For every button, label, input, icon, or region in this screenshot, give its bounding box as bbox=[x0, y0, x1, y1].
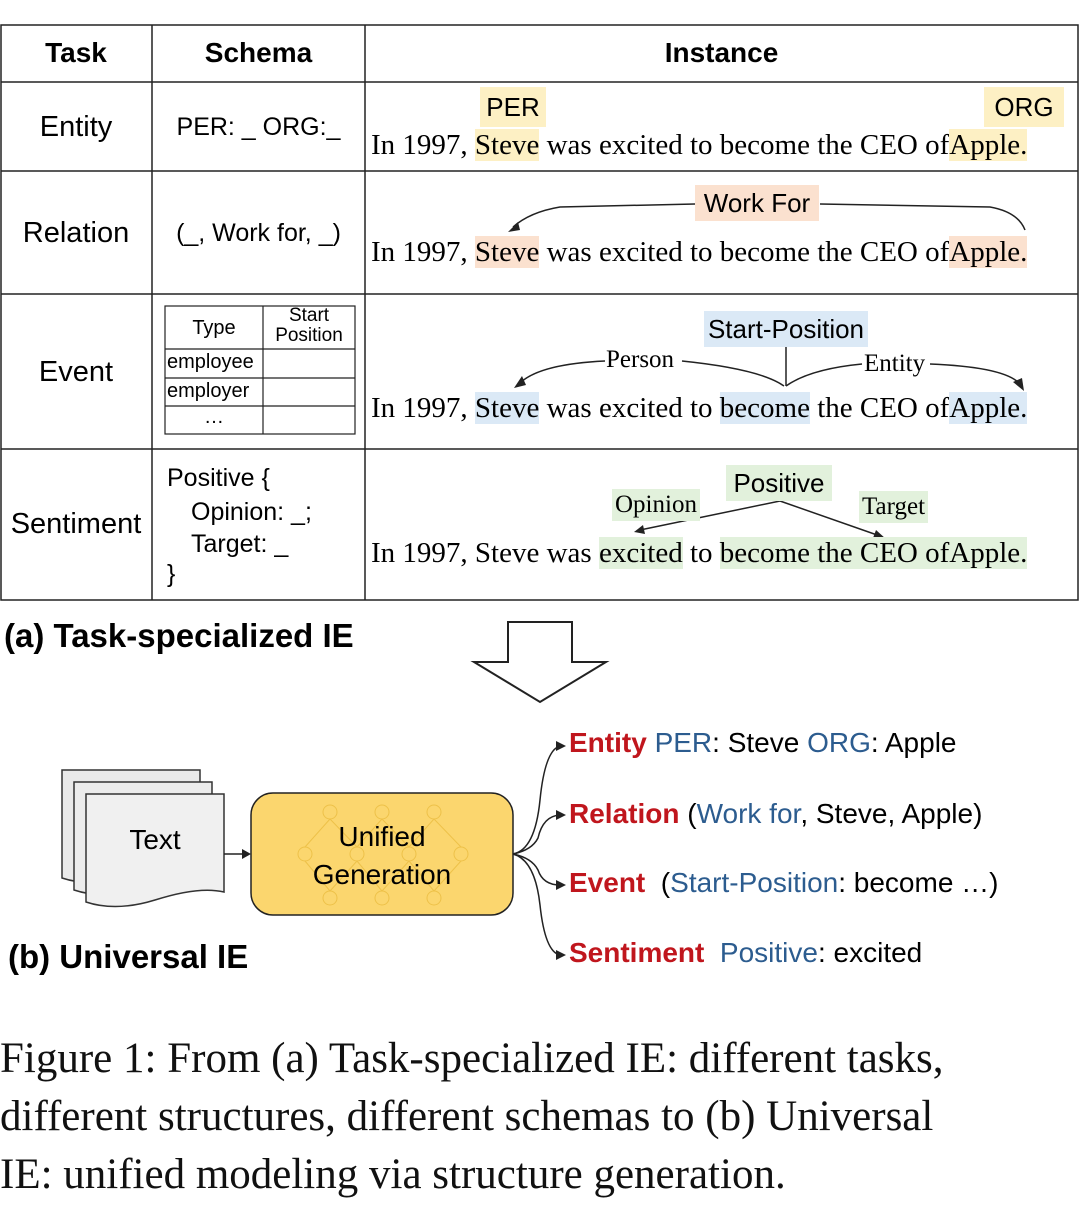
relation-sentence: In 1997, Steve was excited to become the… bbox=[371, 236, 1028, 268]
document-stack-icon bbox=[61, 769, 225, 908]
output-entity: Entity PER: Steve ORG: Apple bbox=[569, 727, 957, 758]
sentiment-excited: excited bbox=[598, 537, 683, 569]
event-schema-row: employer bbox=[167, 380, 250, 402]
output-relation: Relation (Work for, Steve, Apple) bbox=[569, 798, 983, 829]
part-b-label: (b) Universal IE bbox=[8, 938, 249, 975]
task-entity: Entity bbox=[39, 111, 113, 143]
event-steve: Steve bbox=[474, 392, 540, 424]
output-arrows bbox=[512, 745, 561, 956]
event-apple: Apple. bbox=[949, 392, 1028, 424]
event-schema-grid bbox=[164, 305, 356, 435]
part-a-label: (a) Task-specialized IE bbox=[4, 617, 354, 654]
task-event: Event bbox=[38, 356, 114, 388]
event-trigger-label: Start-Position bbox=[704, 311, 868, 347]
event-schema-col-type: Type bbox=[192, 317, 236, 339]
caption-line: IE: unified modeling via structure gener… bbox=[0, 1151, 786, 1198]
entity-sentence: In 1997, Steve was excited to become the… bbox=[371, 129, 1028, 161]
schema-entity: PER: _ ORG:_ bbox=[176, 113, 341, 141]
task-table: Task Schema Instance Entity PER: _ ORG:_… bbox=[0, 24, 1080, 602]
relation-steve: Steve bbox=[474, 236, 540, 268]
relation-arc-left bbox=[512, 203, 696, 228]
relation-label: Work For bbox=[695, 185, 819, 221]
event-schema-row: … bbox=[204, 406, 224, 428]
figure-caption: Figure 1: From (a) Task-specialized IE: … bbox=[0, 1030, 1080, 1204]
unified-generation-label: Unified Generation bbox=[312, 821, 452, 890]
sentiment-opinion-label: Opinion bbox=[612, 489, 700, 521]
event-become: become bbox=[719, 392, 810, 424]
event-schema-row: employee bbox=[167, 351, 254, 373]
sentiment-target-label: Target bbox=[859, 491, 929, 523]
schema-sentiment: Positive { Opinion: _; Target: _ } bbox=[167, 464, 312, 588]
task-relation: Relation bbox=[22, 217, 130, 249]
caption-line: different structures, different schemas … bbox=[0, 1093, 934, 1140]
header-task: Task bbox=[45, 37, 107, 68]
event-arc-person bbox=[519, 360, 606, 384]
event-arg-person: Person bbox=[606, 346, 675, 373]
header-instance: Instance bbox=[664, 37, 779, 68]
sentiment-arrow-target bbox=[779, 500, 881, 537]
event-sentence: In 1997, Steve was excited to become the… bbox=[371, 392, 1028, 424]
header-schema: Schema bbox=[204, 37, 313, 68]
relation-arc-right bbox=[819, 203, 1026, 231]
entity-label-org: ORG bbox=[984, 87, 1064, 127]
schema-relation: (_, Work for, _) bbox=[176, 219, 341, 247]
entity-steve: Steve bbox=[474, 129, 540, 161]
entity-label-per: PER bbox=[480, 87, 546, 127]
event-arg-entity: Entity bbox=[864, 350, 926, 377]
neural-network-icon bbox=[297, 804, 469, 906]
event-arc-entity bbox=[785, 363, 863, 387]
sentiment-arrow-opinion bbox=[639, 500, 781, 531]
table-grid bbox=[0, 24, 1079, 601]
output-sentiment: Sentiment Positive: excited bbox=[569, 937, 923, 968]
down-arrow-icon bbox=[470, 621, 610, 704]
output-event: Event (Start-Position: become …) bbox=[569, 867, 999, 898]
caption-line: Figure 1: From (a) Task-specialized IE: … bbox=[0, 1035, 944, 1082]
sentiment-polarity-label: Positive bbox=[726, 465, 832, 501]
text-doc-label: Text bbox=[129, 824, 181, 855]
relation-apple: Apple. bbox=[949, 236, 1028, 268]
entity-apple: Apple. bbox=[949, 129, 1028, 161]
sentiment-sentence: In 1997, Steve was excited to become the… bbox=[371, 537, 1028, 569]
sentiment-target-span: become the CEO ofApple. bbox=[719, 537, 1028, 569]
universal-ie-diagram bbox=[61, 621, 610, 960]
task-sentiment: Sentiment bbox=[10, 508, 142, 540]
